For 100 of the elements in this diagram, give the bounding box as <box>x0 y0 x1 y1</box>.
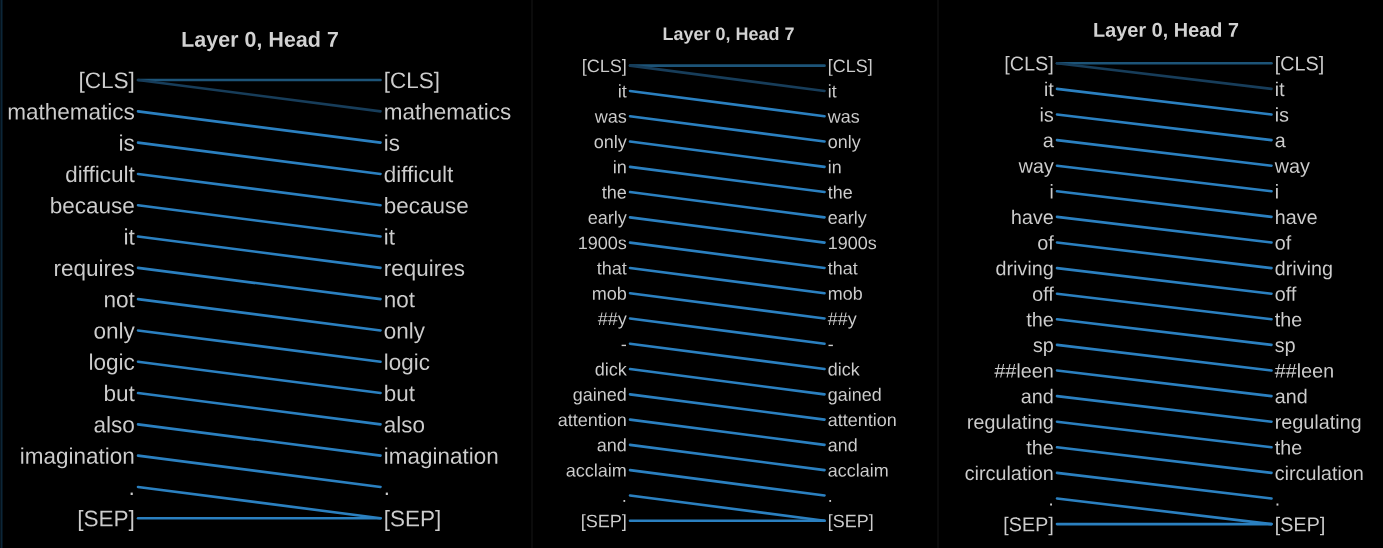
attention-line <box>136 297 382 332</box>
attention-line <box>136 78 382 113</box>
token-label: difficult <box>66 165 135 183</box>
attention-line <box>628 241 826 270</box>
attention-line <box>628 64 826 93</box>
token-label: driving <box>996 260 1053 280</box>
attention-line <box>628 519 826 523</box>
attention-line <box>1055 369 1273 398</box>
token-label: the <box>1026 312 1053 327</box>
token-label: but <box>385 384 415 402</box>
token-label: gained <box>573 387 626 405</box>
token-label: acclaim <box>828 463 888 477</box>
token-label: attention <box>828 413 896 427</box>
token-label: in <box>828 160 841 174</box>
token-label: - <box>828 344 833 347</box>
token-label: mathematics <box>8 103 134 120</box>
attention-line <box>628 393 826 421</box>
attention-line <box>628 468 826 497</box>
token-label: [CLS] <box>80 71 134 93</box>
token-label: acclaim <box>566 463 626 477</box>
token-label: also <box>94 416 134 433</box>
token-label: . <box>1276 503 1279 506</box>
token-label: because <box>51 197 134 214</box>
attention-line <box>1055 215 1273 244</box>
token-label: dick <box>828 362 860 376</box>
attention-line <box>1055 138 1273 167</box>
token-label: a <box>1043 136 1054 148</box>
token-label: way <box>1274 162 1310 177</box>
token-label: was <box>827 113 860 123</box>
attention-line <box>1055 522 1273 526</box>
token-label: and <box>597 438 626 452</box>
token-label: . <box>623 499 626 502</box>
attention-line <box>628 140 826 169</box>
token-label: it <box>828 84 837 98</box>
token-label: gained <box>828 387 881 405</box>
token-label: . <box>829 499 832 502</box>
token-label: because <box>385 197 468 214</box>
attention-line <box>1055 190 1273 219</box>
attention-line <box>628 190 826 219</box>
attention-line <box>628 114 826 143</box>
token-label: - <box>621 344 626 347</box>
attention-line <box>136 266 382 301</box>
attention-line <box>1055 471 1273 500</box>
token-label: the <box>827 185 852 199</box>
token-label: [SEP] <box>829 514 873 531</box>
attention-line <box>1055 113 1273 142</box>
token-label: requires <box>385 259 465 281</box>
attention-line <box>136 391 382 426</box>
token-label: it <box>125 228 135 245</box>
token-label: it <box>1276 81 1285 97</box>
attention-line <box>136 235 382 270</box>
token-label: only <box>384 322 425 344</box>
attention-line <box>1055 164 1273 193</box>
token-label: only <box>828 134 861 152</box>
token-label: it <box>619 84 627 98</box>
token-label: is <box>1276 107 1289 122</box>
attention-line <box>628 367 826 396</box>
token-label: dick <box>595 362 627 376</box>
token-label: sp <box>1033 341 1053 357</box>
attention-line <box>1055 420 1273 449</box>
token-label: . <box>385 492 388 495</box>
panel-title: Layer 0, Head 7 <box>663 26 794 44</box>
attention-line <box>628 89 826 118</box>
attention-line <box>136 110 382 144</box>
attention-line <box>628 443 826 472</box>
token-label: but <box>105 384 135 402</box>
attention-line <box>1055 394 1273 423</box>
token-label: attention <box>558 413 626 427</box>
attention-line <box>1055 266 1273 295</box>
token-label: is <box>120 134 134 151</box>
attention-line <box>136 360 382 395</box>
token-label: mathematics <box>385 103 511 120</box>
attention-line <box>1055 62 1273 91</box>
attention-line <box>1055 241 1273 270</box>
attention-line <box>1055 318 1273 347</box>
token-label: ##leen <box>994 363 1053 378</box>
token-label: in <box>614 160 626 174</box>
token-label: mob <box>828 286 862 300</box>
token-label: the <box>1275 440 1302 455</box>
token-label: have <box>1012 209 1053 225</box>
token-label: early <box>588 210 627 228</box>
token-label: [SEP] <box>78 510 134 531</box>
token-label: not <box>105 292 135 308</box>
token-label: off <box>1033 286 1054 301</box>
token-label: regulating <box>1276 414 1361 433</box>
token-label: and <box>828 438 857 452</box>
token-label: sp <box>1275 341 1295 357</box>
attention-line <box>136 172 382 207</box>
token-label: the <box>1275 312 1302 327</box>
token-label: imagination <box>385 447 498 469</box>
token-label: logic <box>385 353 430 375</box>
attention-line <box>628 342 826 371</box>
attention-line <box>628 216 826 244</box>
attention-line <box>628 418 826 447</box>
token-label: ##leen <box>1274 363 1333 378</box>
token-label: also <box>384 416 425 433</box>
token-label: off <box>1275 286 1297 301</box>
token-label: [CLS] <box>583 59 626 76</box>
token-label: is <box>1040 107 1054 122</box>
token-label: [CLS] <box>1276 56 1323 75</box>
